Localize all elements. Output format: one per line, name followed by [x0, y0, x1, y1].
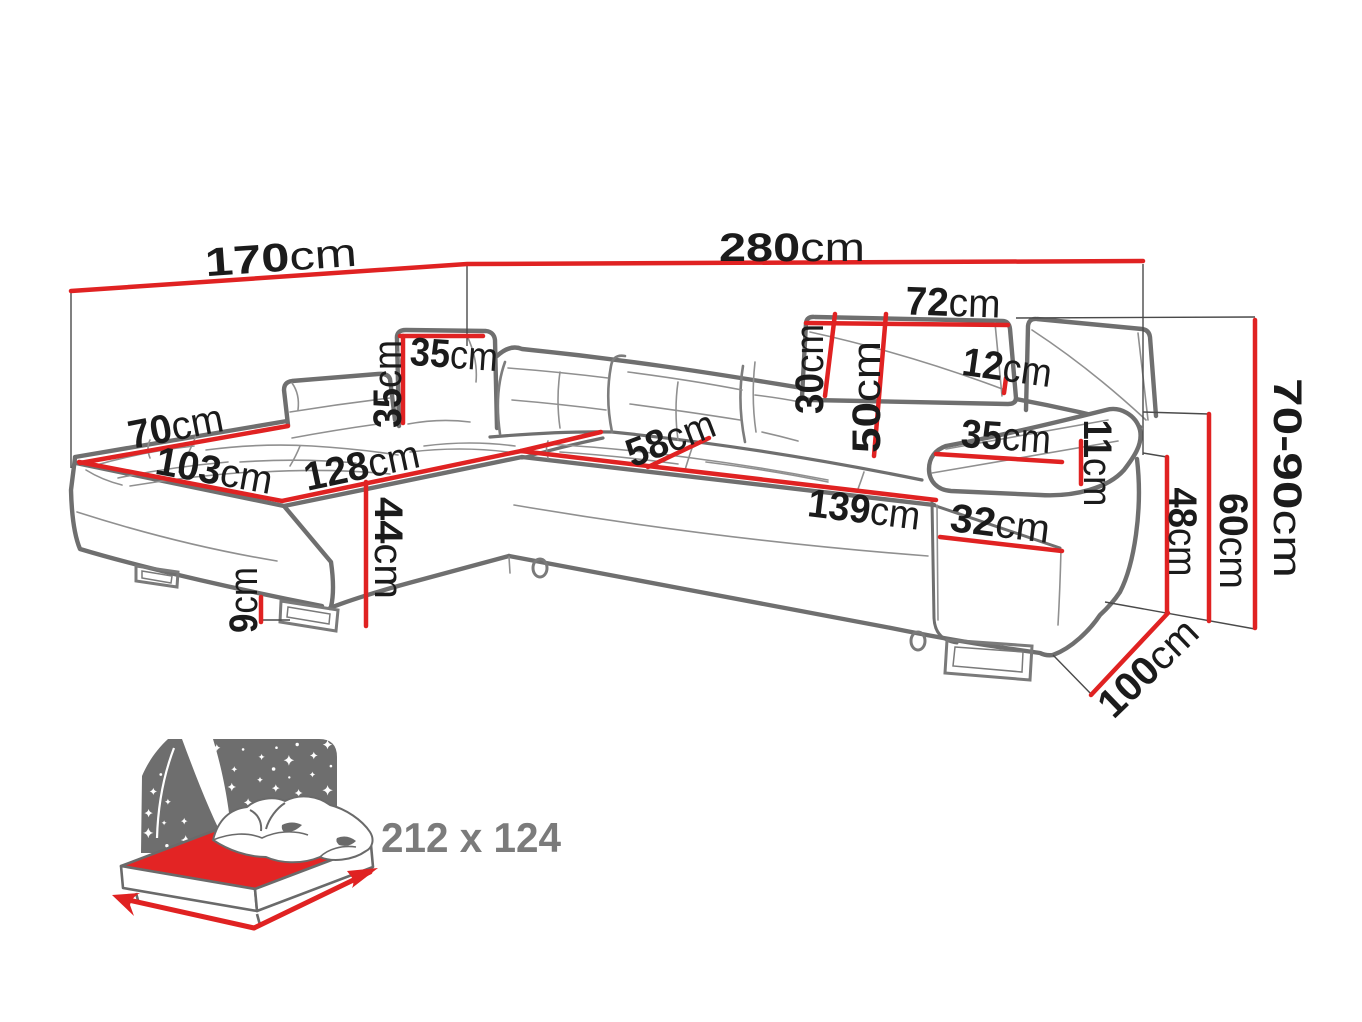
- svg-text:212 x 124: 212 x 124: [381, 814, 562, 861]
- svg-text:72cm: 72cm: [905, 279, 1001, 326]
- svg-text:12cm: 12cm: [960, 340, 1055, 396]
- svg-text:44cm: 44cm: [366, 497, 410, 599]
- svg-text:139cm: 139cm: [805, 481, 923, 538]
- svg-text:30cm: 30cm: [788, 324, 832, 414]
- svg-text:48cm: 48cm: [1160, 488, 1204, 577]
- svg-text:60cm: 60cm: [1211, 493, 1255, 589]
- svg-text:50cm: 50cm: [845, 341, 889, 453]
- svg-text:70cm: 70cm: [124, 396, 227, 458]
- svg-text:32cm: 32cm: [948, 496, 1053, 552]
- svg-text:70-90cm: 70-90cm: [1265, 378, 1309, 578]
- svg-text:9cm: 9cm: [222, 567, 266, 633]
- svg-text:35cm: 35cm: [960, 412, 1053, 462]
- svg-text:11cm: 11cm: [1075, 420, 1119, 507]
- svg-text:35cm: 35cm: [409, 330, 500, 380]
- svg-text:35cm: 35cm: [366, 340, 410, 428]
